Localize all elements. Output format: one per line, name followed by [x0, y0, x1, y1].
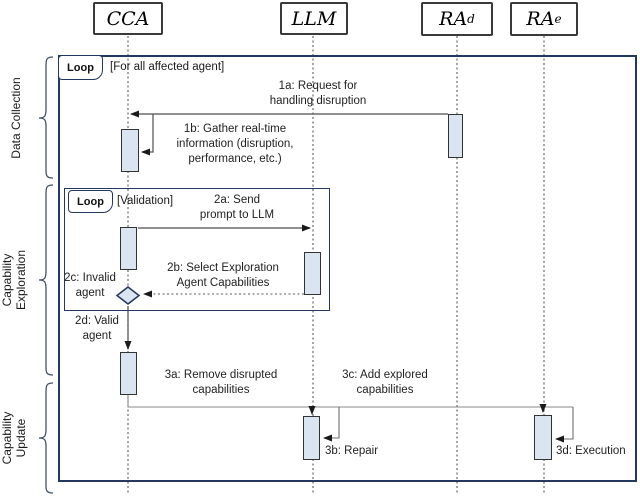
message-1b-line3: performance, etc.): [188, 153, 282, 165]
phase-capability-exploration-line1: Capability: [0, 253, 14, 307]
actor-label-rad: RA: [439, 8, 468, 30]
phase-capability-update-line2: Update: [14, 418, 28, 458]
message-1b-line2: information (disruption,: [176, 138, 294, 150]
validation-loop-guard: [Validation]: [117, 195, 174, 207]
message-3d-line1: 3d: Execution: [556, 445, 626, 457]
arrow-3b: [323, 407, 340, 442]
brace-data-collection: [38, 56, 54, 179]
outer-loop-operator: Loop: [58, 55, 103, 80]
message-2a-line1: 2a: Send: [213, 194, 261, 206]
activation-llm-3b: [303, 416, 320, 460]
activation-llm-2b: [304, 252, 321, 295]
message-2b-line2: Agent Capabilities: [176, 277, 270, 289]
phase-capability-update: Capability Update: [0, 368, 28, 496]
validation-loop-operator: Loop: [68, 190, 113, 213]
brace-capability-exploration: [38, 184, 54, 376]
message-1a: 1a: Request for handling disruption: [240, 79, 396, 109]
message-2d: 2d: Valid agent: [65, 314, 129, 344]
activation-cca-3a: [120, 352, 137, 395]
phase-data-collection: Data Collection: [9, 53, 25, 183]
arrow-3d: [555, 407, 574, 443]
message-2c-line1: 2c: Invalid: [64, 272, 116, 284]
outer-loop-frame: [58, 55, 637, 482]
phase-data-collection-text: Data Collection: [9, 77, 23, 159]
activation-cca-1b: [121, 129, 139, 172]
message-3a: 3a: Remove disrupted capabilities: [143, 368, 299, 398]
actor-label-llm: LLM: [291, 7, 337, 30]
message-2b: 2b: Select Exploration Agent Capabilitie…: [135, 261, 311, 291]
message-2a-line2: prompt to LLM: [199, 209, 275, 221]
actor-label-rae: RA: [526, 8, 555, 30]
actor-label-cca: CCA: [106, 7, 150, 30]
activation-rae-3d: [534, 415, 552, 460]
actor-head-llm: LLM: [280, 2, 348, 35]
message-3b-line1: 3b: Repair: [325, 445, 379, 457]
activation-rad-1a: [448, 114, 463, 158]
arrow-1b: [141, 114, 154, 156]
phase-capability-update-line1: Capability: [0, 411, 14, 465]
message-2b-line1: 2b: Select Exploration: [167, 262, 279, 274]
message-2d-line2: agent: [82, 330, 112, 342]
phase-capability-exploration-line2: Exploration: [14, 249, 28, 311]
validation-loop-operator-text: Loop: [77, 195, 104, 208]
message-2d-line1: 2d: Valid: [75, 315, 119, 327]
validation-loop-frame: [64, 188, 330, 311]
message-3c-line2: capabilities: [356, 384, 414, 396]
outer-loop-operator-text: Loop: [67, 61, 94, 74]
message-2a: 2a: Send prompt to LLM: [179, 193, 295, 223]
line-3-main: [127, 395, 573, 408]
message-1b-line1: 1b: Gather real-time: [183, 123, 287, 135]
message-3c-line1: 3c: Add explored: [342, 369, 428, 381]
brace-capability-update: [38, 382, 54, 494]
message-3c: 3c: Add explored capabilities: [307, 368, 463, 398]
phase-capability-exploration: Capability Exploration: [0, 210, 28, 350]
message-2c-line2: agent: [75, 287, 105, 299]
message-3a-line1: 3a: Remove disrupted: [164, 369, 278, 381]
activation-cca-2a: [120, 227, 137, 270]
message-1a-line1: 1a: Request for: [278, 80, 358, 92]
message-3a-line2: capabilities: [192, 384, 250, 396]
outer-loop-guard: [For all affected agent]: [110, 61, 225, 73]
decision-diamond: [115, 286, 141, 305]
message-3b: 3b: Repair: [325, 444, 405, 459]
actor-head-cca: CCA: [93, 2, 163, 35]
message-1b: 1b: Gather real-time information (disrup…: [155, 122, 315, 167]
message-2c: 2c: Invalid agent: [58, 271, 122, 301]
message-3d: 3d: Execution: [556, 444, 640, 459]
message-1a-line2: handling disruption: [269, 95, 367, 107]
